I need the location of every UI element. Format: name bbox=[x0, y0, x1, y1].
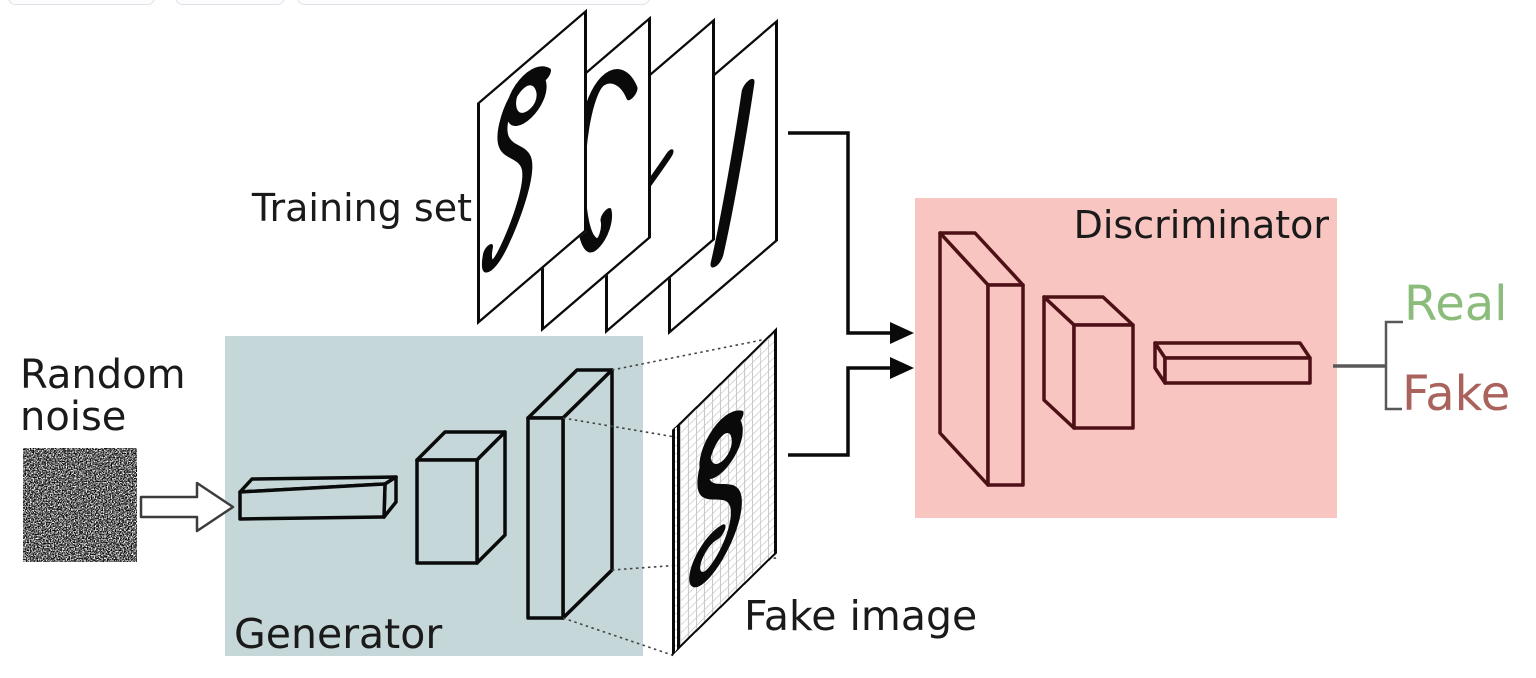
discriminator-label: Discriminator bbox=[1073, 203, 1329, 247]
noise-image bbox=[23, 448, 137, 562]
random-noise-label-line1: Random bbox=[20, 352, 186, 398]
fake-image-label: Fake image bbox=[744, 592, 978, 640]
generator-layer-2-block bbox=[415, 430, 507, 565]
real-output-label: Real bbox=[1404, 276, 1508, 332]
generator-label: Generator bbox=[234, 610, 443, 658]
random-noise-label: Random noise bbox=[20, 354, 186, 438]
discriminator-layer-1-block bbox=[938, 231, 1025, 487]
training-card-1 bbox=[477, 8, 587, 325]
fake-image-card bbox=[672, 327, 777, 656]
training-set-label: Training set bbox=[251, 186, 472, 230]
discriminator-layer-2-block bbox=[1042, 295, 1135, 430]
output-bracket bbox=[1384, 320, 1403, 411]
noise-to-generator-arrow-icon bbox=[139, 481, 235, 533]
fake-to-discriminator-connector bbox=[788, 357, 914, 457]
fake-digit-8 bbox=[689, 410, 744, 588]
training-to-discriminator-connector bbox=[788, 131, 914, 344]
generator-layer-1-block bbox=[238, 475, 398, 521]
generator-layer-3-block bbox=[526, 368, 614, 620]
fake-output-label: Fake bbox=[1402, 366, 1511, 422]
projection-dotted-lines bbox=[562, 336, 778, 657]
random-noise-label-line2: noise bbox=[20, 394, 127, 440]
discriminator-layer-3-block bbox=[1153, 341, 1312, 385]
training-digit-8 bbox=[482, 66, 551, 273]
